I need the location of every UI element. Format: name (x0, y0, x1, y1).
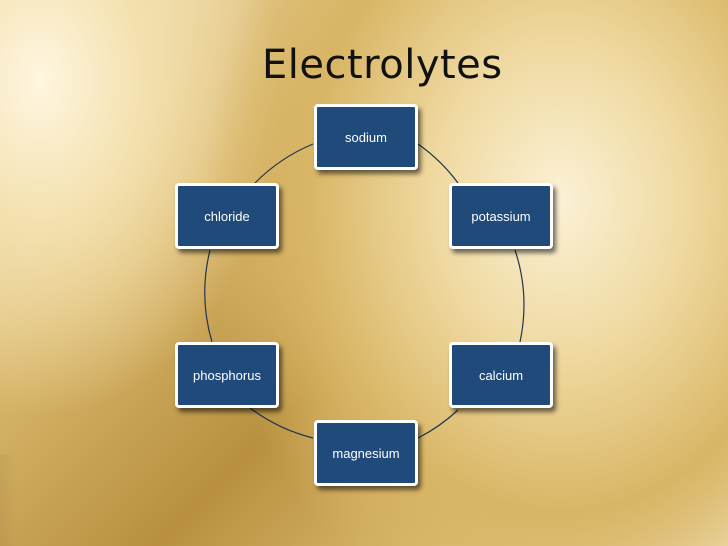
slide-title: Electrolytes (262, 42, 503, 88)
slide-edge-shade (0, 454, 16, 546)
connector-sodium-potassium (417, 143, 459, 184)
connector-calcium-magnesium (417, 409, 459, 439)
node-magnesium: magnesium (314, 420, 418, 486)
connector-chloride-sodium (254, 143, 314, 184)
node-chloride: chloride (175, 183, 279, 249)
connector-phosphorus-chloride (204, 249, 213, 343)
node-sodium: sodium (314, 104, 418, 170)
node-potassium: potassium (449, 183, 553, 249)
node-phosphorus: phosphorus (175, 342, 279, 408)
node-calcium: calcium (449, 342, 553, 408)
connector-potassium-calcium (514, 249, 525, 343)
connector-magnesium-phosphorus (249, 407, 314, 439)
